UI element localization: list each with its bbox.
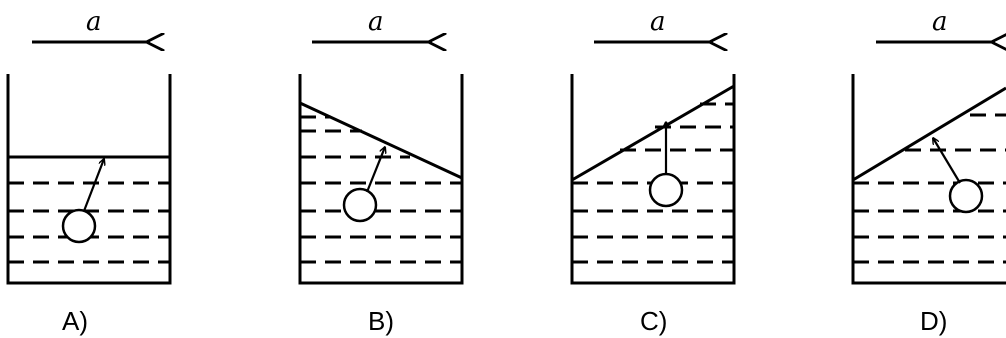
container <box>851 74 1006 285</box>
panel-b: a B) <box>298 7 464 336</box>
acceleration-label: a <box>650 7 666 37</box>
liquid-level-lines <box>300 115 462 264</box>
container <box>6 74 172 285</box>
ball <box>948 178 984 214</box>
acceleration-label: a <box>368 7 384 37</box>
liquid-surface <box>852 86 1006 182</box>
option-label-b: B) <box>368 306 394 336</box>
force-arrow <box>365 147 385 193</box>
ball <box>648 172 684 208</box>
acceleration-arrow: a <box>312 7 432 42</box>
force-arrow <box>933 138 961 184</box>
panel-c: a C) <box>570 7 736 336</box>
panel-a: a A) <box>6 7 172 336</box>
liquid-surface <box>299 101 463 180</box>
liquid-level-lines <box>853 113 1006 264</box>
ball <box>342 187 378 223</box>
acceleration-label: a <box>86 7 102 37</box>
ball <box>61 208 97 244</box>
liquid-surface <box>571 84 735 182</box>
acceleration-arrow: a <box>594 7 713 42</box>
acceleration-arrow: a <box>876 7 995 42</box>
option-label-c: C) <box>640 306 667 336</box>
acceleration-arrow: a <box>32 7 150 42</box>
option-label-a: A) <box>62 306 88 336</box>
panel-d: a D) <box>851 7 1006 336</box>
container <box>298 74 464 285</box>
option-label-d: D) <box>920 306 947 336</box>
force-arrow <box>82 159 104 212</box>
acceleration-label: a <box>932 7 948 37</box>
